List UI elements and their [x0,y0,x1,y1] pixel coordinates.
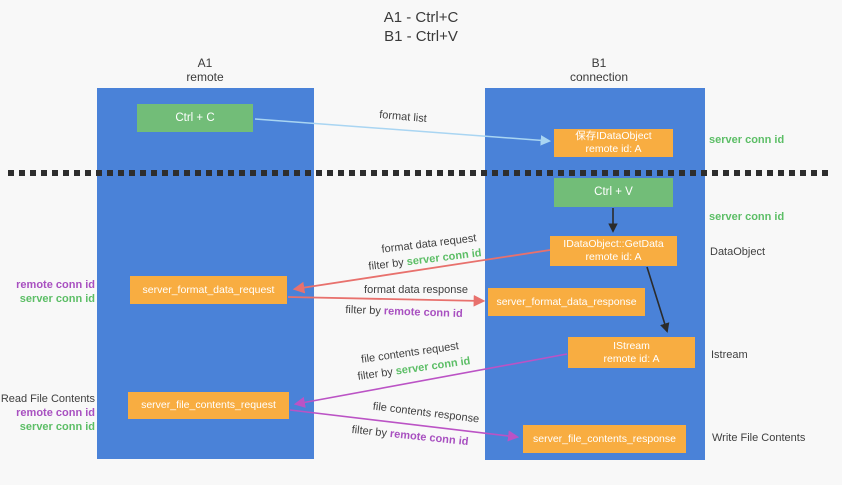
node-server-file-contents-request-label: server_file_contents_request [141,399,276,411]
label-filter-by-remote-conn-id-2: filter by remote conn id [351,424,469,448]
node-idataobject-getdata-line2: remote id: A [585,251,642,263]
node-ctrl-c-label: Ctrl + C [175,111,215,124]
node-save-idataobject: 保存IDataObject remote id: A [554,129,673,157]
remote-conn-id-text: remote conn id [383,305,463,321]
left-file-group: Read File Contents remote conn id server… [0,392,95,434]
label-format-list: format list [378,108,428,126]
node-server-format-data-request-label: server_format_data_request [142,283,275,296]
label-format-data-response: format data response [364,284,468,296]
label-write-file-contents: Write File Contents [712,432,806,444]
node-istream-line2: remote id: A [603,352,660,365]
filter-by-text: filter by [367,256,408,273]
remote-conn-id-text: remote conn id [389,427,469,449]
format-data-response-arrow [287,294,486,307]
node-save-idataobject-line1: 保存IDataObject [575,130,652,142]
label-server-conn-id-left-2: server conn id [19,421,95,433]
filter-by-text: filter by [345,303,385,318]
label-read-file-contents: Read File Contents [0,393,95,405]
filter-by-text: filter by [356,365,397,383]
left-conn-id-group-1: remote conn id server conn id [0,278,95,306]
label-remote-conn-id-left-2: remote conn id [16,407,95,419]
node-ctrl-v-label: Ctrl + V [594,186,633,198]
diagram-title: A1 - Ctrl+C B1 - Ctrl+V [346,8,496,46]
node-server-format-data-response-label: server_format_data_response [496,295,637,308]
column-header-a1-remote: A1 remote [145,56,265,84]
label-server-conn-id-right-mid: server conn id [709,211,785,223]
column-header-b1-line2: connection [569,70,629,84]
label-istream: Istream [711,349,748,361]
title-line-a1: A1 - Ctrl+C [383,9,459,26]
node-ctrl-v: Ctrl + V [554,178,673,207]
node-server-file-contents-response: server_file_contents_response [523,425,686,453]
label-remote-conn-id-left-1: remote conn id [16,279,95,291]
column-header-a1-line2: remote [186,70,224,84]
node-server-file-contents-response-label: server_file_contents_response [532,432,676,445]
node-server-format-data-request: server_format_data_request [130,276,287,304]
column-header-b1-line1: B1 [591,56,607,70]
label-dataobject: DataObject [710,246,766,258]
node-idataobject-getdata-line1: IDataObject::GetData [563,238,664,250]
title-line-b1: B1 - Ctrl+V [384,28,458,45]
node-istream: IStream remote id: A [568,337,695,368]
node-server-file-contents-request: server_file_contents_request [128,392,289,419]
node-istream-line1: IStream [613,339,650,352]
column-header-a1-line1: A1 [197,56,213,70]
node-server-format-data-response: server_format_data_response [488,288,645,316]
label-filter-by-remote-conn-id-1: filter by remote conn id [345,304,463,320]
filter-by-text: filter by [351,423,391,440]
node-ctrl-c: Ctrl + C [137,104,253,132]
label-server-conn-id-left-1: server conn id [19,293,95,305]
column-header-b1-connection: B1 connection [539,56,659,84]
label-file-contents-response: file contents response [372,400,480,426]
node-save-idataobject-line2: remote id: A [585,143,642,155]
label-server-conn-id-right-top: server conn id [709,134,785,146]
node-idataobject-getdata: IDataObject::GetData remote id: A [550,236,677,266]
machine-boundary-dotted-line [8,170,828,176]
